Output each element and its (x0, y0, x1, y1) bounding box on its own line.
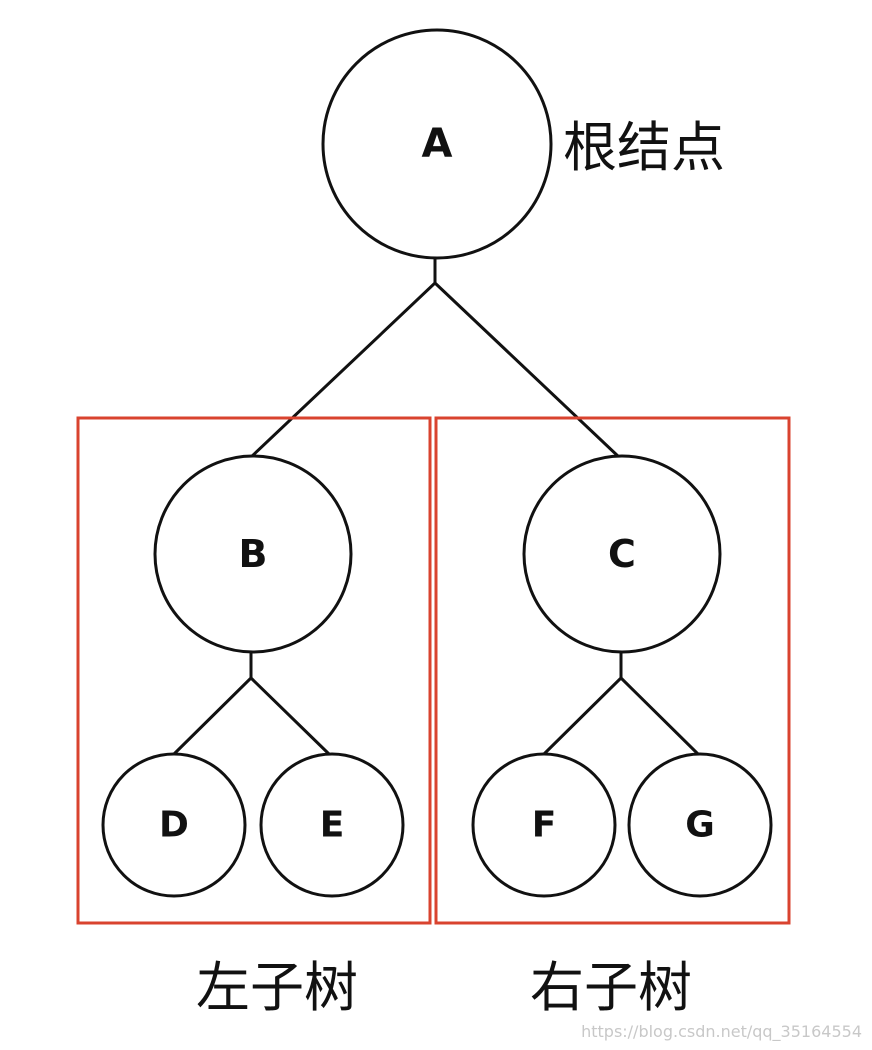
tree-edges (171, 258, 701, 757)
left-subtree-caption: 左子树 (196, 956, 358, 1019)
node-b: B (153, 454, 353, 654)
node-f: F (471, 752, 617, 898)
node-f-label: F (532, 805, 557, 846)
watermark-text: https://blog.csdn.net/qq_35164554 (581, 1022, 862, 1042)
node-b-label: B (239, 532, 268, 576)
node-d: D (101, 752, 247, 898)
node-d-label: D (159, 805, 189, 846)
node-c-circle (522, 454, 722, 654)
node-e-label: E (320, 805, 345, 846)
edge-c-f (541, 652, 623, 757)
node-c: C (522, 454, 722, 654)
node-d-circle (101, 752, 247, 898)
node-b-circle (153, 454, 353, 654)
node-a: A (321, 28, 553, 260)
node-g-label: G (685, 805, 715, 846)
edge-b-d (171, 652, 253, 757)
right-subtree-box (434, 416, 791, 925)
edge-b-e (249, 676, 332, 757)
node-e-circle (259, 752, 405, 898)
edge-c-g (619, 676, 701, 757)
left-subtree-box (76, 416, 432, 925)
node-e: E (259, 752, 405, 898)
node-c-label: C (608, 532, 636, 576)
edge-a-b (248, 258, 437, 460)
node-g: G (627, 752, 773, 898)
node-a-circle (321, 28, 553, 260)
edge-a-c (433, 281, 622, 460)
node-f-circle (471, 752, 617, 898)
node-g-circle (627, 752, 773, 898)
node-a-label: A (422, 121, 453, 167)
root-node-caption: 根结点 (563, 116, 725, 179)
right-subtree-caption: 右子树 (530, 956, 692, 1019)
